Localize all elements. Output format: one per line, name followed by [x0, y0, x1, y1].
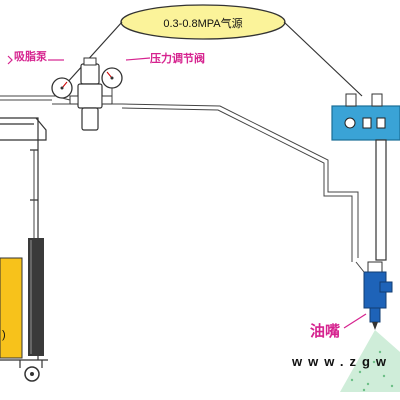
- air-source-ellipse: [120, 4, 286, 40]
- air-source-label: 0.3-0.8MPA气源: [163, 16, 242, 30]
- pressure-regulator: [51, 57, 123, 131]
- air-hose-to-nozzle: [121, 103, 359, 258]
- air-hose-to-nozzle-2: [121, 107, 353, 262]
- control-panel: [331, 93, 400, 261]
- pressure-valve-pointer: [125, 57, 151, 61]
- grease-pump-pointer-dot: [7, 55, 13, 65]
- oil-nozzle-label: 油嘴: [310, 322, 340, 340]
- oil-nozzle: [355, 261, 393, 330]
- spray-dots: [350, 350, 394, 392]
- pump-cart: ): [0, 117, 48, 382]
- svg-text:): ): [2, 329, 6, 341]
- air-line-right: [283, 21, 363, 97]
- grease-pump-label: 吸脂泵: [14, 49, 47, 63]
- pressure-valve-label: 压力调节阀: [150, 51, 205, 65]
- grease-bucket: [0, 257, 23, 359]
- website-watermark: www.zgw: [291, 354, 392, 369]
- oil-nozzle-pointer: [343, 313, 367, 329]
- hose-left: [0, 95, 56, 101]
